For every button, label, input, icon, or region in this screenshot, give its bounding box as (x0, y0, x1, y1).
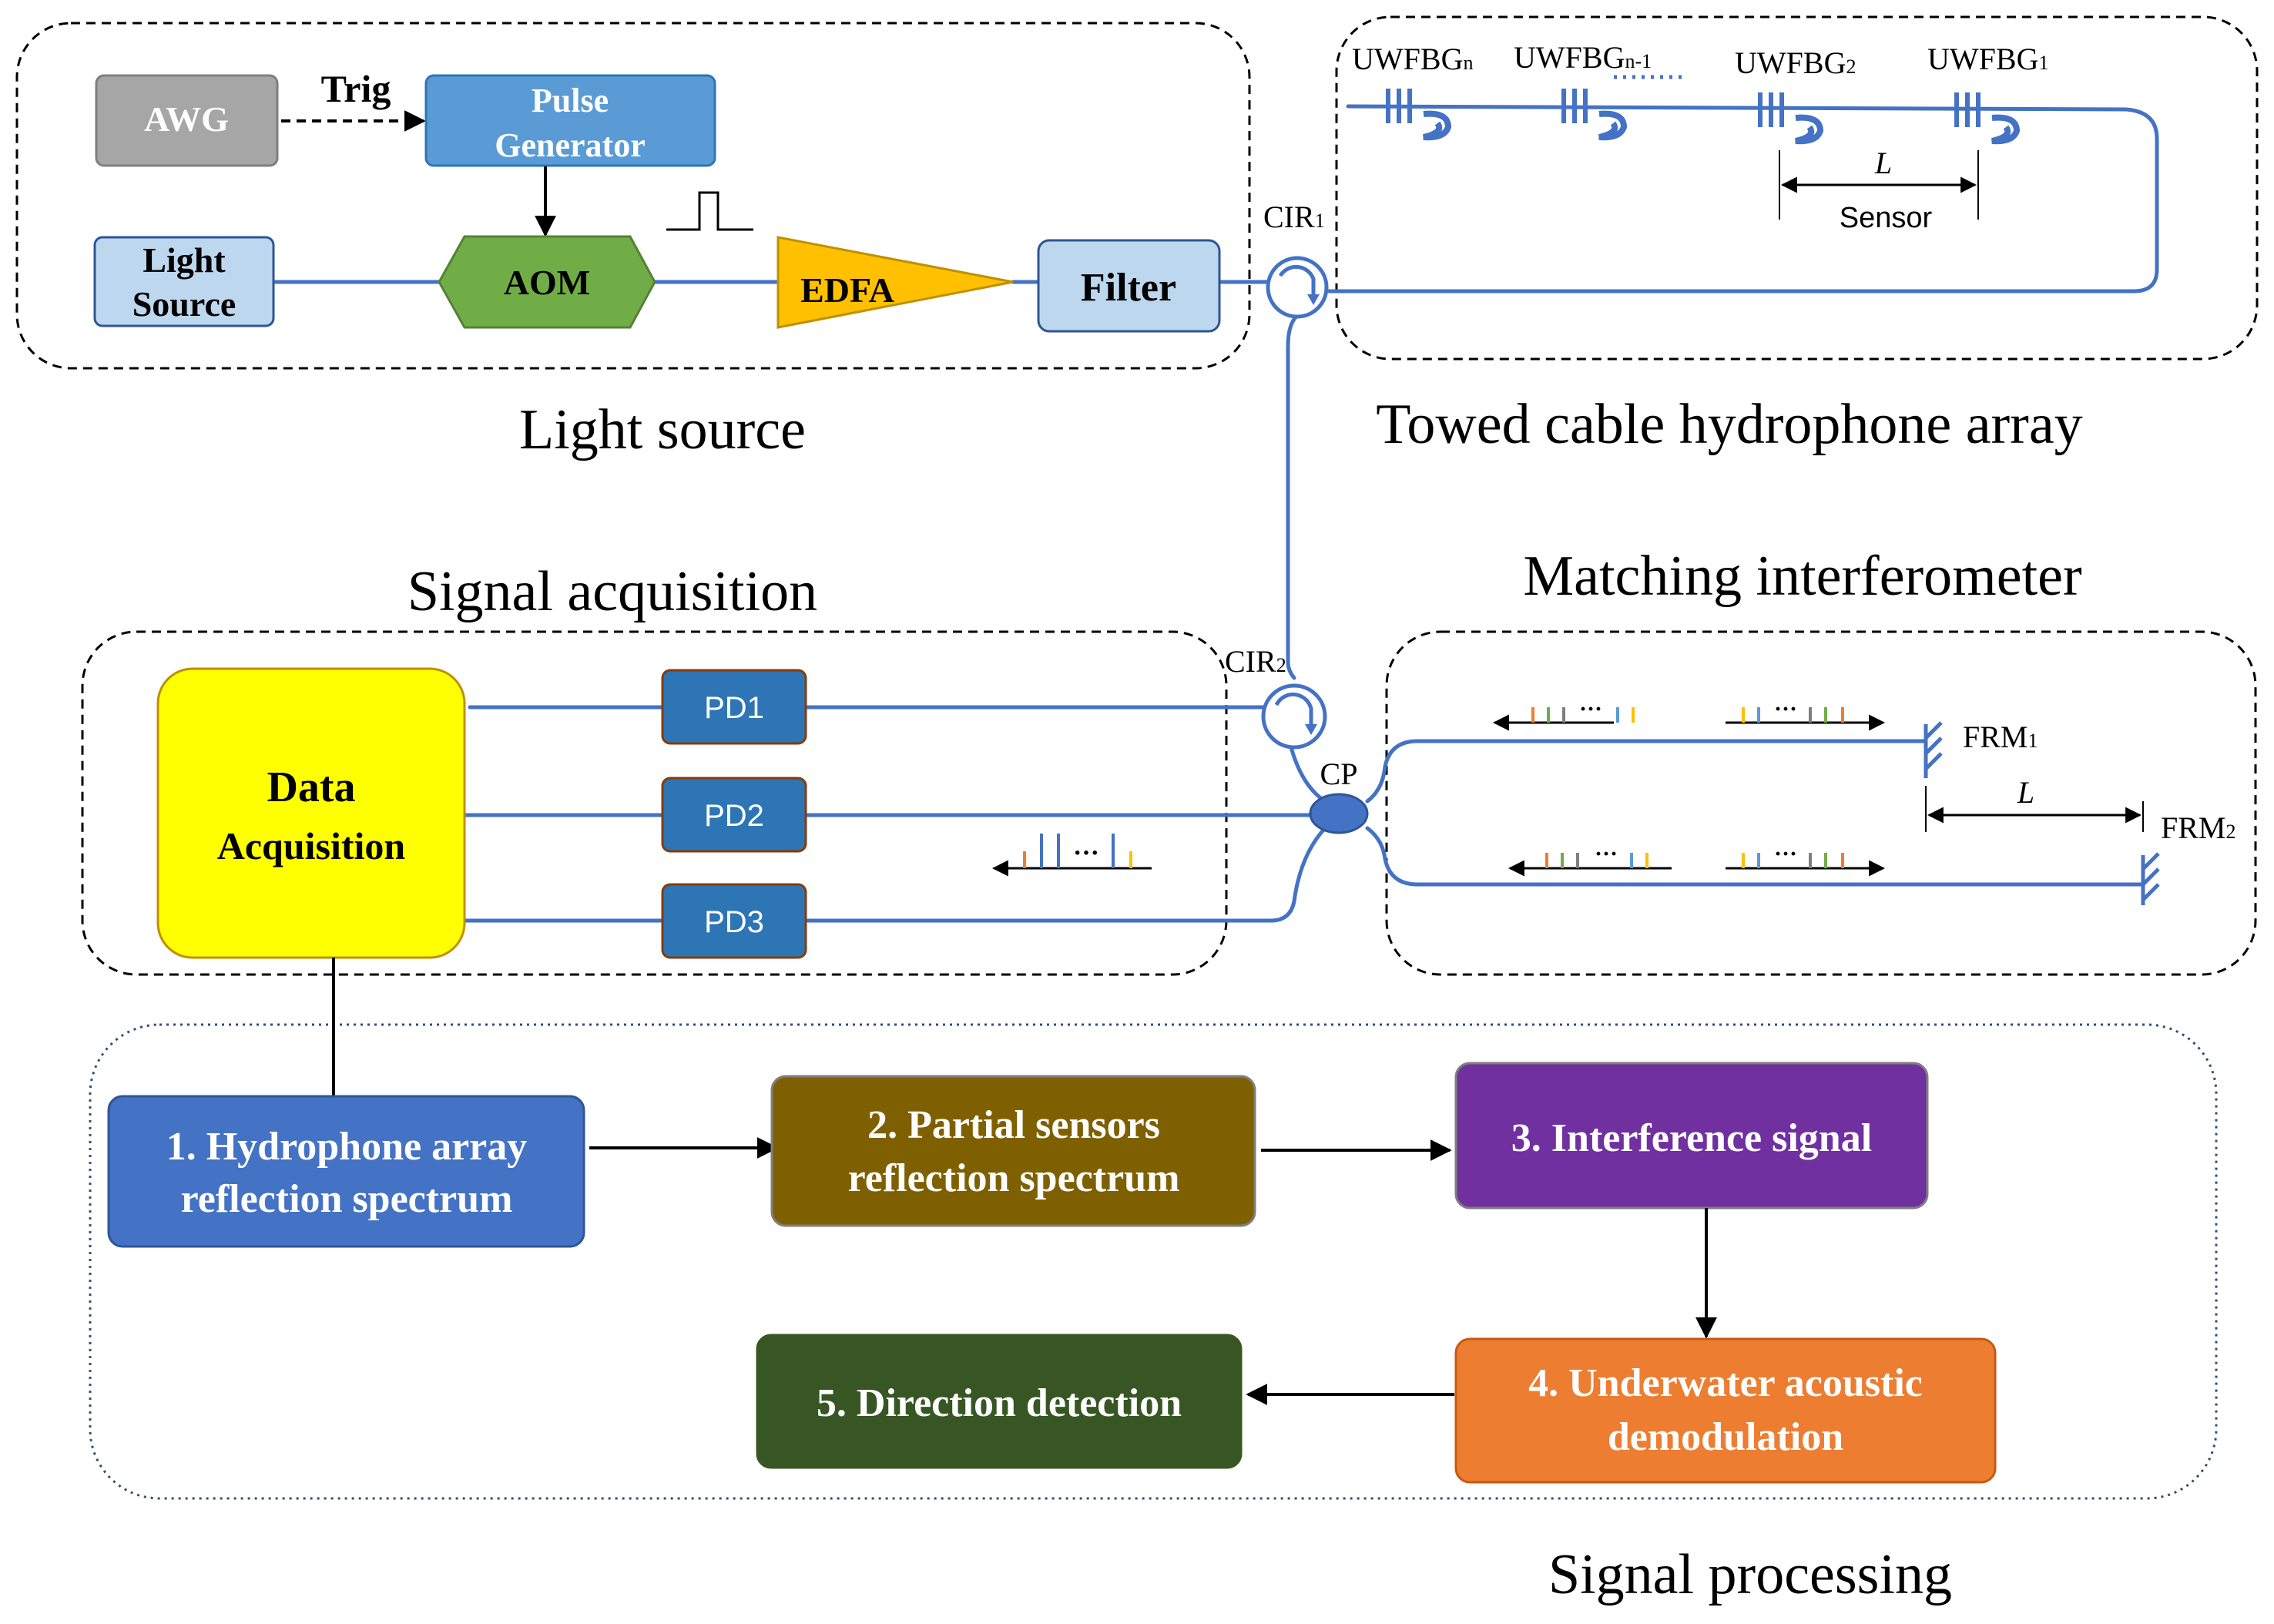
acquisition-ellipsis: ··· (1073, 839, 1099, 867)
acquisition-pulse-train-icon (991, 834, 1152, 877)
coupler-label: CP (1320, 757, 1358, 791)
section-title-hydrophone-array: Towed cable hydrophone array (1376, 393, 2082, 456)
pulse-generator-label-line1: Pulse (532, 82, 609, 119)
interferometer-pulse-train-3-icon (1508, 853, 1672, 877)
data-acquisition-label-line2: Acquisition (217, 824, 406, 867)
interferometer-pulse-train-4-icon (1726, 853, 1886, 877)
pd3-label: PD3 (704, 905, 764, 939)
grating-1-icon (1954, 92, 2021, 145)
interferometer-ellipsis-4: ··· (1774, 841, 1797, 867)
light-source-label-line1: Light (143, 240, 226, 280)
step2-label-line2: reflection spectrum (848, 1156, 1180, 1200)
interferometer-ellipsis-3: ··· (1595, 841, 1618, 867)
filter-box (1037, 239, 1221, 333)
edfa-box (776, 236, 1014, 329)
light-source-box (93, 236, 275, 327)
coupler (1309, 793, 1369, 834)
frm2-mirror-icon (2141, 852, 2160, 905)
step2-box (770, 1075, 1256, 1227)
light-source-label-line2: Source (132, 284, 236, 324)
aom-label: AOM (504, 263, 590, 302)
interferometer-ellipsis-2: ··· (1774, 696, 1797, 722)
circulator-2 (1261, 683, 1327, 750)
step1-box (107, 1095, 585, 1248)
filter-label: Filter (1081, 266, 1176, 310)
data-acquisition-box (156, 667, 466, 959)
awg-label: AWG (144, 99, 229, 139)
frm1-mirror-icon (1924, 721, 1943, 778)
sensor-spacing-label: L (1874, 146, 1892, 180)
signal-acquisition-frame (81, 630, 1228, 976)
grating-2-icon (1758, 92, 1824, 145)
data-acquisition-label-line1: Data (267, 763, 355, 811)
circulator-1 (1266, 256, 1329, 319)
trig-label: Trig (321, 67, 391, 110)
cir2-label: CIR2 (1225, 644, 1286, 679)
pulse-generator-box (424, 74, 716, 167)
step3-label: 3. Interference signal (1511, 1116, 1872, 1160)
uwfbg-2-label: UWFBG2 (1735, 45, 1856, 80)
step3-box (1454, 1062, 1929, 1210)
grating-n-1-icon (1561, 89, 1628, 141)
uwfbg-1-label: UWFBG1 (1927, 42, 2048, 76)
step5-label: 5. Direction detection (817, 1381, 1182, 1425)
pd2-label: PD2 (704, 799, 764, 833)
pd2-box (661, 777, 807, 853)
edfa-label: EDFA (800, 270, 894, 310)
step5-box (756, 1334, 1243, 1469)
step1-label-line2: reflection spectrum (181, 1177, 513, 1221)
step4-box (1454, 1337, 1997, 1484)
frm2-label: FRM2 (2161, 810, 2236, 845)
section-title-matching-interferometer: Matching interferometer (1523, 545, 2081, 608)
aom-box (438, 235, 656, 329)
interferometer-pulse-train-1-icon (1492, 707, 1635, 731)
step4-label-line1: 4. Underwater acoustic (1528, 1361, 1923, 1405)
awg-box (95, 74, 279, 167)
section-title-light-source: Light source (519, 398, 806, 461)
matching-interferometer-frame (1385, 630, 2257, 976)
delay-label: L (2017, 775, 2034, 810)
frm1-label: FRM1 (1963, 720, 2038, 754)
sensor-label: Sensor (1840, 202, 1933, 234)
section-title-signal-acquisition: Signal acquisition (408, 560, 817, 623)
uwfbg-n-label: UWFBGn (1352, 42, 1473, 76)
step4-label-line2: demodulation (1608, 1415, 1843, 1459)
signal-processing-frame (89, 1023, 2218, 1500)
interferometer-ellipsis-1: ··· (1579, 696, 1602, 722)
step2-label-line1: 2. Partial sensors (867, 1103, 1160, 1147)
pulse-shape-icon (666, 191, 753, 231)
pd3-box (661, 883, 807, 959)
interferometer-pulse-train-2-icon (1726, 707, 1886, 731)
step1-label-line1: 1. Hydrophone array (166, 1125, 528, 1169)
uwfbg-n-1-label: UWFBGn-1 (1514, 40, 1652, 75)
pd1-label: PD1 (704, 691, 764, 725)
hydrophone-array-frame (1335, 15, 2259, 361)
light-source-frame (15, 22, 1251, 370)
cir1-label: CIR1 (1263, 200, 1325, 234)
pd1-box (661, 669, 807, 745)
section-title-signal-processing: Signal processing (1548, 1543, 1952, 1606)
grating-n-icon (1386, 89, 1452, 141)
pulse-generator-label-line2: Generator (495, 126, 645, 164)
